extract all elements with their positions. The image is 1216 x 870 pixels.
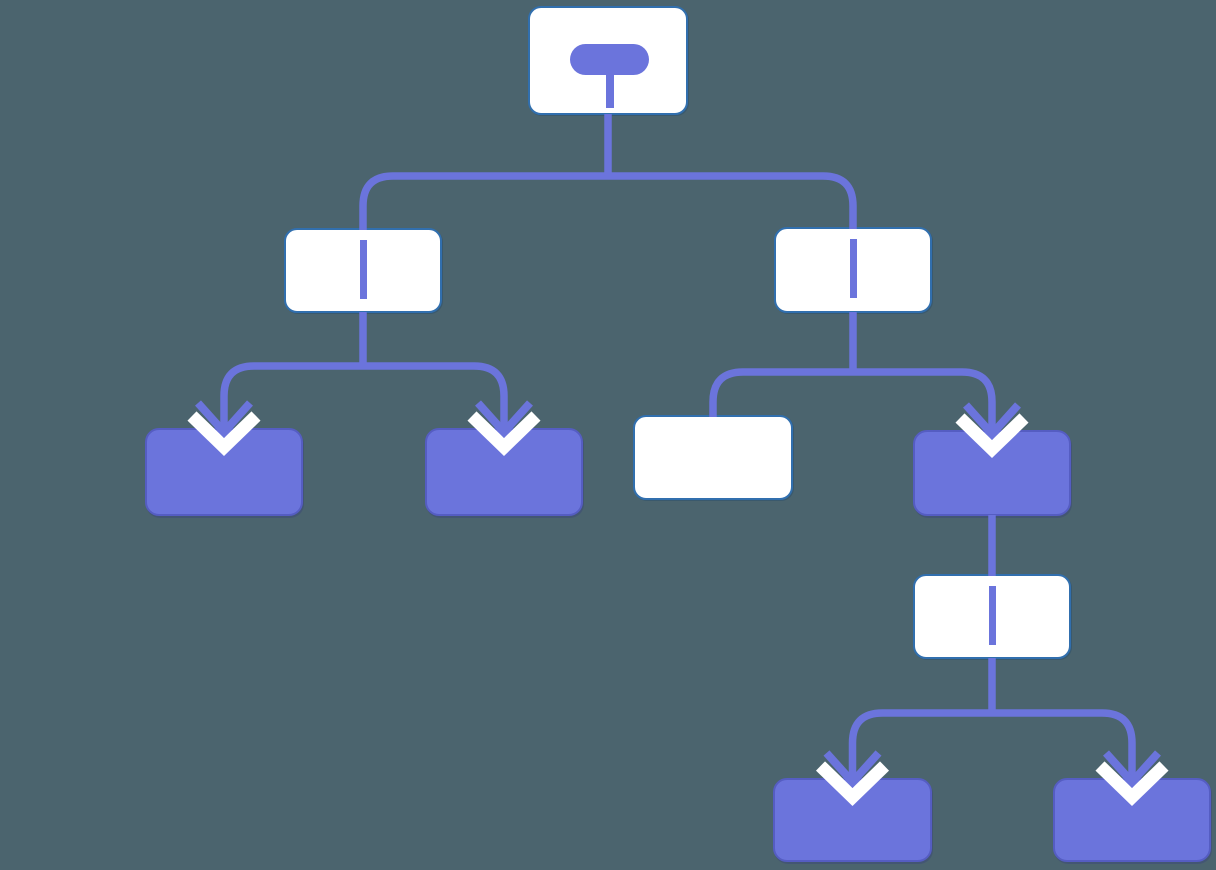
branch-node-left[interactable]	[284, 228, 442, 313]
vertical-bar-icon	[988, 586, 996, 645]
pill-stem-icon	[606, 74, 614, 108]
leaf-node-bottom-1[interactable]	[773, 778, 932, 862]
root-node[interactable]	[528, 6, 688, 115]
vertical-bar-icon	[849, 239, 857, 298]
pass-through-node-right[interactable]	[913, 430, 1071, 516]
leaf-node-bottom-2[interactable]	[1053, 778, 1211, 862]
branch-node-bottom[interactable]	[913, 574, 1071, 659]
pill-icon	[570, 44, 649, 75]
empty-node-right[interactable]	[633, 415, 793, 500]
leaf-node-left-1[interactable]	[145, 428, 303, 516]
leaf-node-left-2[interactable]	[425, 428, 583, 516]
branch-node-right[interactable]	[774, 227, 932, 313]
vertical-bar-icon	[359, 240, 367, 299]
